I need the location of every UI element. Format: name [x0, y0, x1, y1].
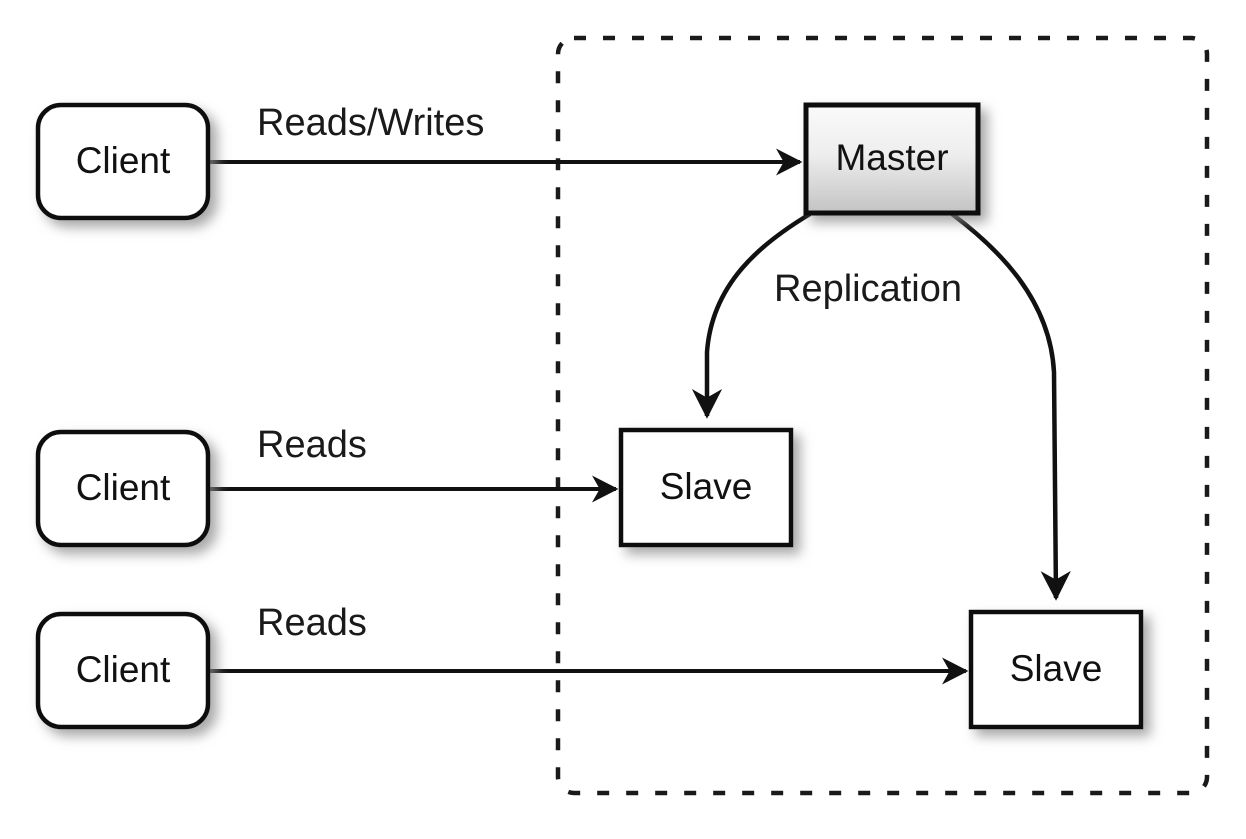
edge-master-slave2 — [950, 212, 1071, 601]
edge-label-replication: Replication — [774, 268, 962, 310]
client-node-2[interactable]: Client — [35, 429, 211, 548]
client-node-3[interactable]: Client — [35, 611, 211, 730]
client-node-1[interactable]: Client — [35, 102, 211, 221]
client-node-1-shape — [35, 102, 211, 221]
slave-node-1[interactable]: Slave — [618, 427, 794, 548]
master-node-shape — [803, 102, 981, 216]
slave-node-1-label: Slave — [660, 466, 753, 507]
slave-node-2[interactable]: Slave — [968, 609, 1144, 730]
client-node-1-label: Client — [76, 140, 171, 181]
client-node-3-label: Client — [76, 649, 171, 690]
edge-label-reads-writes: Reads/Writes — [257, 102, 484, 144]
edge-master-slave1 — [691, 212, 812, 419]
edge-label-reads-1: Reads — [257, 424, 367, 466]
client-node-2-label: Client — [76, 467, 171, 508]
client-node-2-shape — [35, 429, 211, 548]
slave-node-2-label: Slave — [1010, 648, 1103, 689]
master-node[interactable]: Master — [803, 102, 981, 216]
client-node-3-shape — [35, 611, 211, 730]
edge-label-reads-2: Reads — [257, 602, 367, 644]
slave-node-1-shape — [618, 427, 794, 548]
slave-node-2-shape — [968, 609, 1144, 730]
master-node-label: Master — [835, 137, 948, 178]
